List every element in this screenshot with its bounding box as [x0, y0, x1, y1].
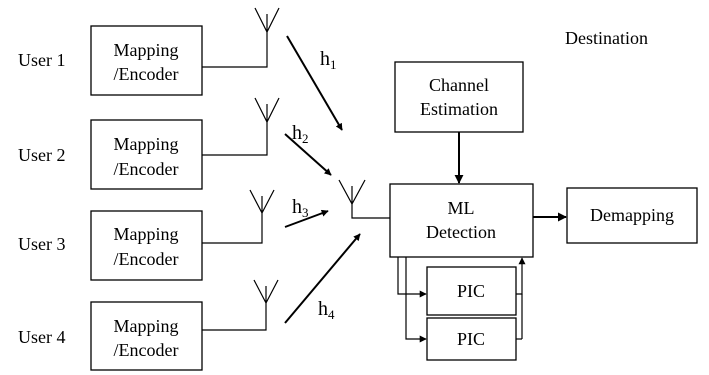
channel-arrow	[284, 209, 329, 228]
encoder-to-antenna-line	[202, 32, 268, 68]
mapping-encoder-block	[90, 210, 203, 281]
encoder-to-antenna-line	[202, 303, 267, 331]
detection-to-pic-2-line	[405, 257, 427, 343]
encoder-label-line2: /Encoder	[114, 340, 179, 360]
channel-estimation-line2: Estimation	[420, 99, 498, 119]
pic-label: PIC	[457, 329, 485, 349]
mapping-encoder-block	[90, 25, 203, 96]
user-3-branch: User 3 Mapping /Encoder h3	[18, 189, 329, 281]
antenna-icon	[249, 189, 275, 215]
channel-estimation-block	[394, 61, 524, 133]
demapping-block	[566, 187, 698, 244]
encoder-to-antenna-line	[202, 122, 268, 156]
user-4-branch: User 4 Mapping /Encoder h4	[18, 233, 361, 371]
channel-label: h2	[292, 122, 309, 146]
user-label: User 1	[18, 50, 66, 70]
antenna-icon	[254, 7, 280, 34]
antenna-icon	[254, 97, 280, 124]
mapping-encoder-block	[90, 119, 203, 190]
pic-1-feedback-line	[516, 257, 526, 295]
ml-detection-line1: ML	[448, 198, 475, 218]
user-label: User 4	[18, 327, 66, 347]
receiver-antenna-icon	[338, 179, 366, 206]
user-2-branch: User 2 Mapping /Encoder h2	[18, 97, 332, 190]
encoder-label-line2: /Encoder	[114, 64, 179, 84]
user-label: User 2	[18, 145, 66, 165]
demapping-label: Demapping	[590, 205, 674, 225]
pic-block-1	[426, 266, 517, 316]
ml-detection-block	[389, 183, 534, 258]
encoder-label-line1: Mapping	[114, 134, 179, 154]
pic-label: PIC	[457, 281, 485, 301]
channel-arrow	[286, 35, 343, 131]
antenna-icon	[253, 279, 279, 305]
encoder-label-line1: Mapping	[114, 40, 179, 60]
channel-arrow	[284, 133, 332, 176]
channel-label: h4	[318, 298, 335, 322]
channel-estimation-line1: Channel	[429, 75, 489, 95]
channel-arrow	[284, 233, 361, 324]
detection-to-pic-1-line	[397, 257, 427, 298]
receiver-to-detection-line	[351, 204, 390, 219]
user-label: User 3	[18, 234, 66, 254]
channel-label: h3	[292, 196, 309, 220]
encoder-label-line1: Mapping	[114, 316, 179, 336]
encoder-label-line1: Mapping	[114, 224, 179, 244]
channel-label: h1	[320, 48, 337, 72]
mapping-encoder-block	[90, 301, 203, 371]
destination-label: Destination	[565, 28, 648, 48]
encoder-to-antenna-line	[202, 213, 263, 244]
encoder-label-line2: /Encoder	[114, 249, 179, 269]
encoder-label-line2: /Encoder	[114, 159, 179, 179]
user-1-branch: User 1 Mapping /Encoder h1	[18, 7, 343, 131]
ml-detection-line2: Detection	[426, 222, 496, 242]
pic-block-2	[426, 317, 517, 361]
